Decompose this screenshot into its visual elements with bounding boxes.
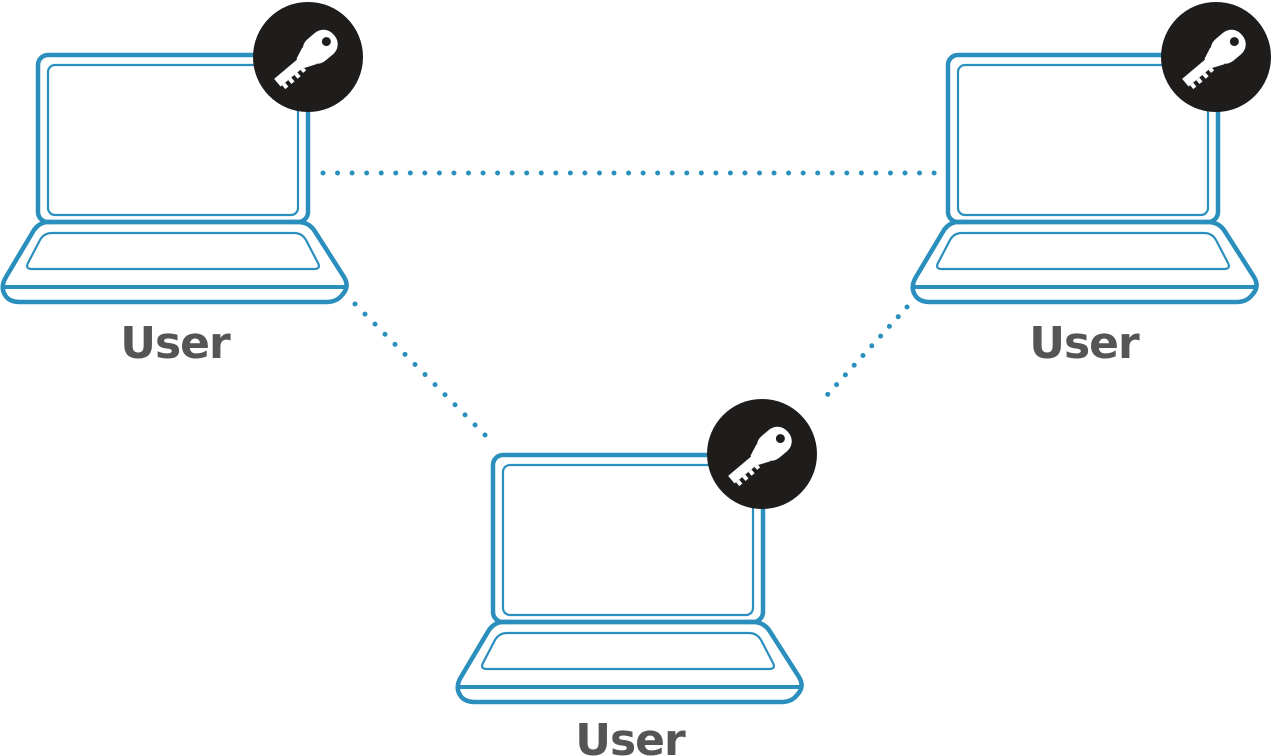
key-icon [253, 2, 363, 112]
node-label: User [120, 318, 231, 369]
node-left: User [3, 2, 363, 369]
connections [320, 170, 939, 441]
node-label: User [575, 715, 686, 756]
connection-right-bottom [816, 304, 910, 407]
node-bottom: User [458, 399, 817, 756]
connection-left-bottom [352, 301, 491, 441]
key-icon [707, 399, 817, 509]
node-right: User [913, 2, 1271, 369]
node-label: User [1029, 318, 1140, 369]
key-icon [1161, 2, 1271, 112]
